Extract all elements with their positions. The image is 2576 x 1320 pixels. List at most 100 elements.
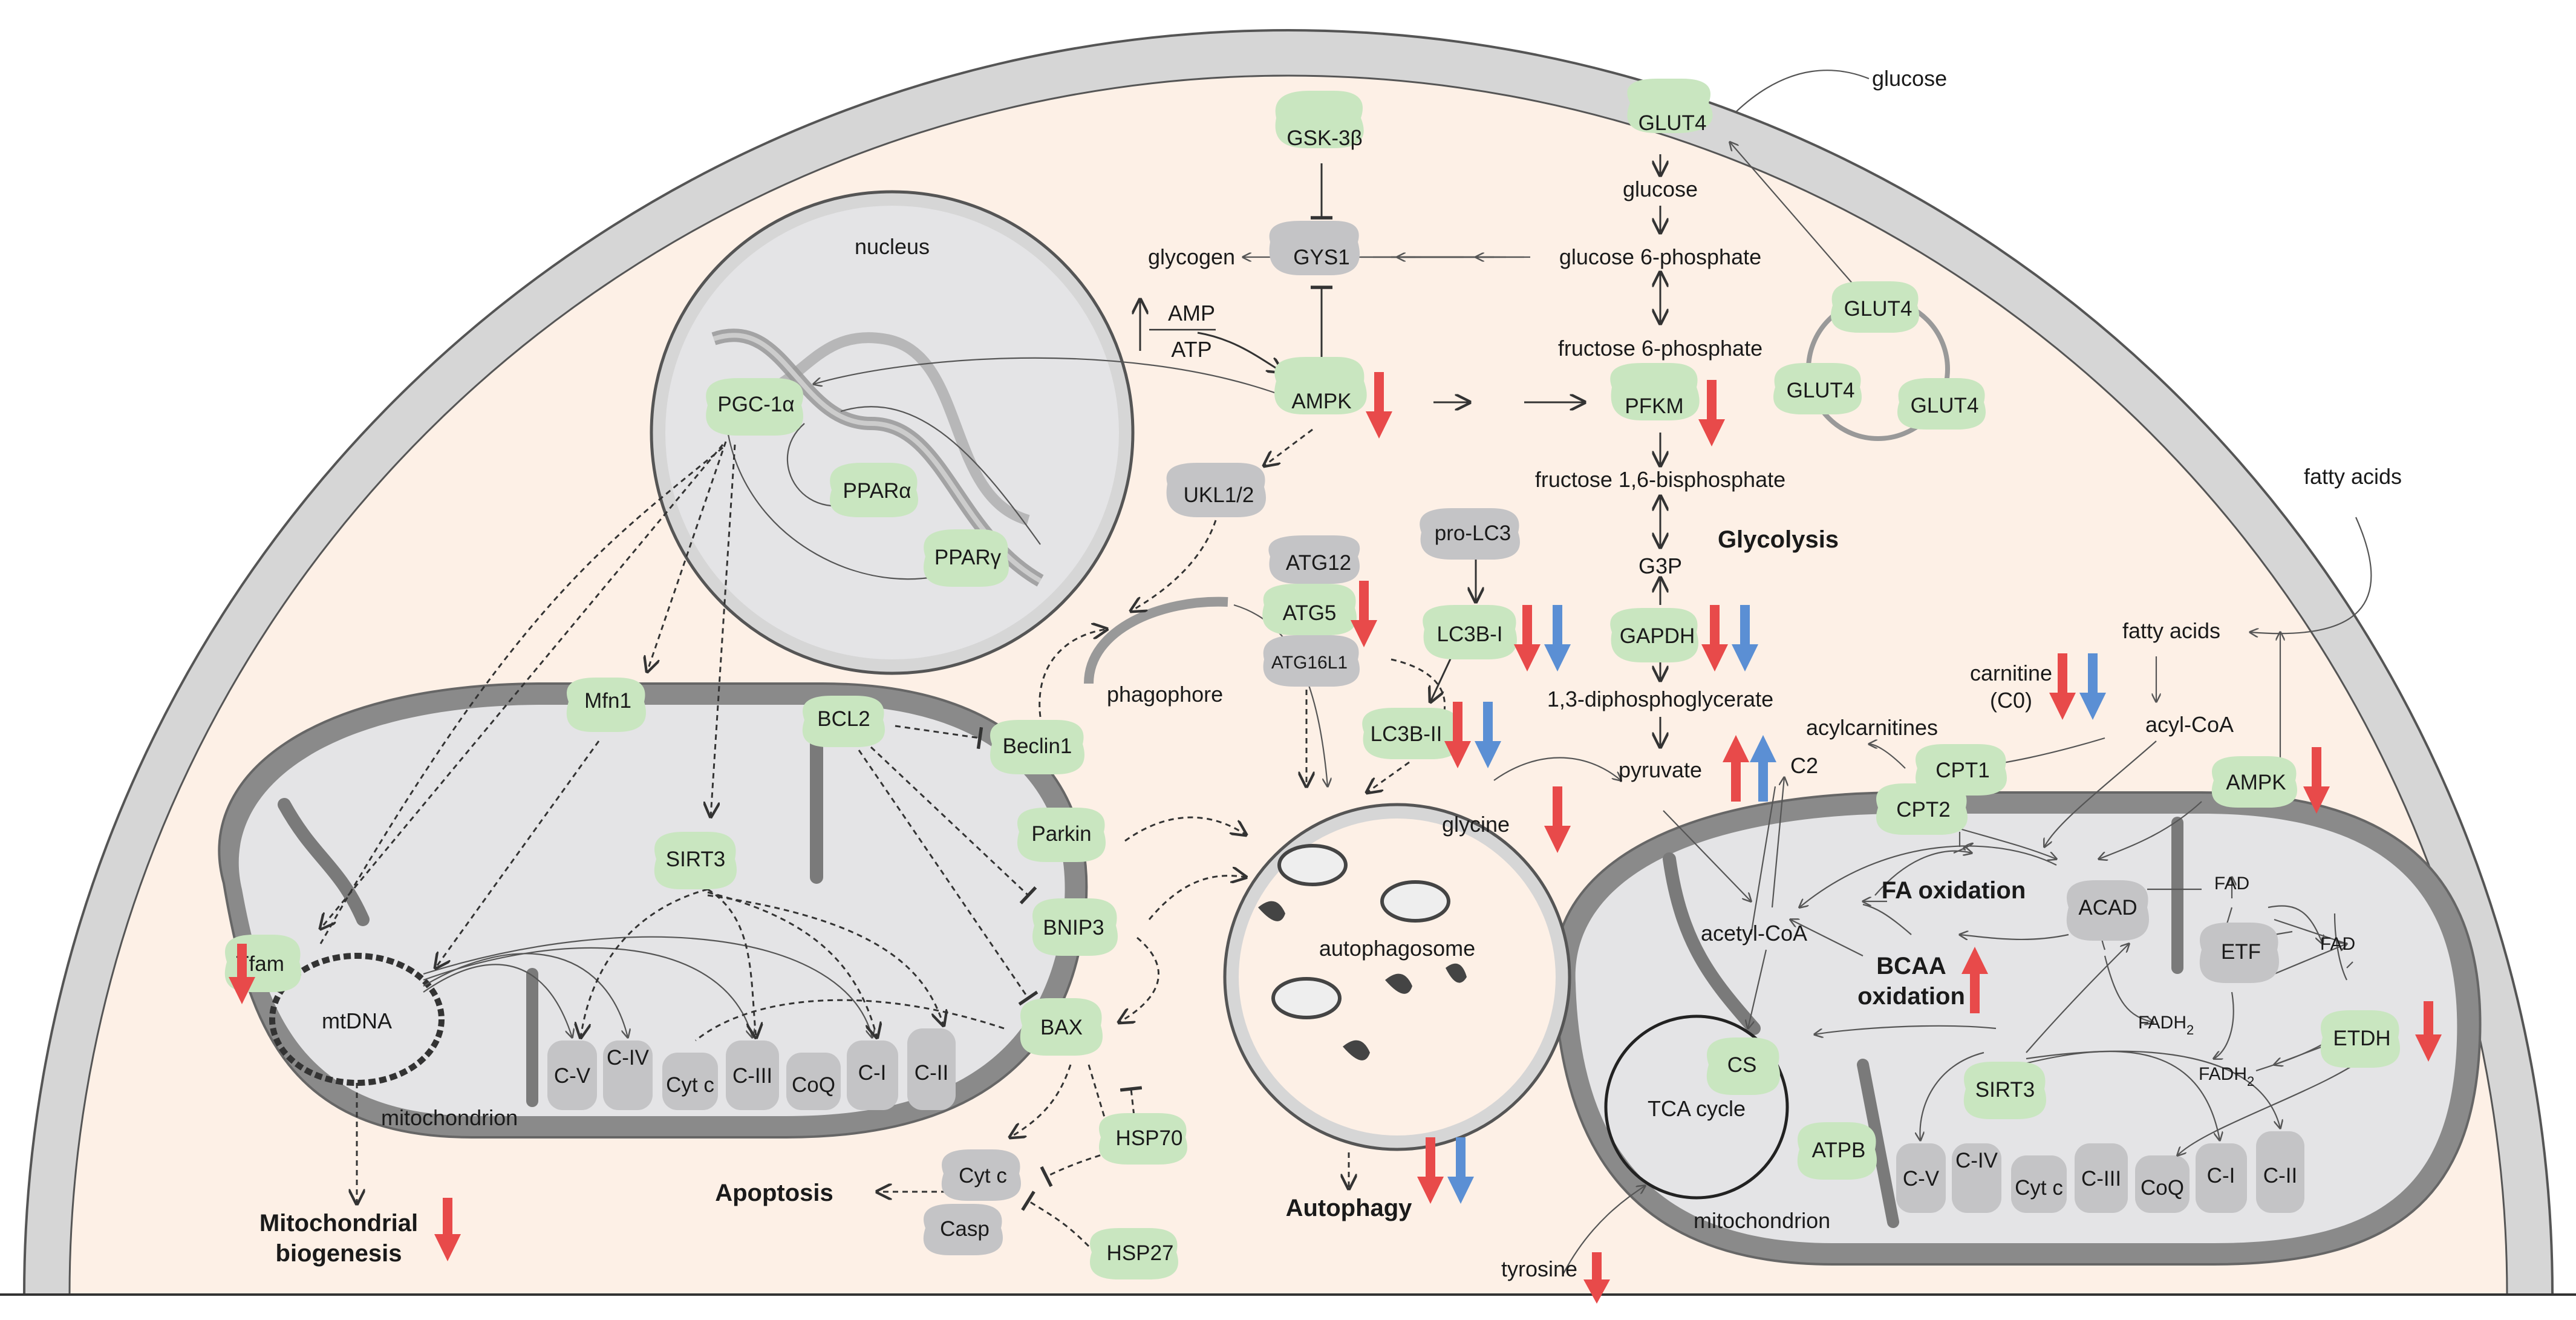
complex-label: C-I	[2207, 1164, 2235, 1188]
bax-label: BAX	[1040, 1016, 1083, 1039]
fadh2-1-label: FADH2	[2138, 1013, 2194, 1037]
carnitine-down-red	[2049, 653, 2076, 720]
complex-node	[2075, 1143, 2128, 1213]
prolc3-node[interactable]	[1420, 508, 1520, 560]
mito-right-label: mitochondrion	[1694, 1208, 1830, 1233]
atg5-node[interactable]	[1262, 584, 1357, 635]
tca-label: TCA cycle	[1648, 1096, 1746, 1121]
tyrosine-label: tyrosine	[1501, 1256, 1577, 1281]
autophagy-label: Autophagy	[1286, 1195, 1413, 1221]
complex-node	[1952, 1143, 2001, 1213]
complex-label: C-V	[1903, 1167, 1940, 1191]
fad1-label: FAD	[2214, 874, 2249, 894]
complex-node	[786, 1053, 841, 1110]
complex-node	[2196, 1143, 2247, 1213]
atg12-label: ATG12	[1286, 551, 1351, 575]
complex-node	[726, 1041, 779, 1110]
casp-label: Casp	[940, 1217, 990, 1241]
diphospho-label: 1,3-diphosphoglycerate	[1547, 687, 1773, 711]
glut4-top-node[interactable]	[1627, 79, 1713, 133]
complex-label: CoQ	[2141, 1176, 2184, 1200]
gapdh-down-red	[1701, 605, 1728, 671]
hsp27-node[interactable]	[1090, 1228, 1178, 1279]
ampk-node[interactable]	[1274, 357, 1367, 414]
atg12-node[interactable]	[1268, 535, 1360, 584]
fa-oxidation-label: FA oxidation	[1882, 877, 2026, 904]
lc3bii-label: LC3B-II	[1371, 722, 1443, 746]
glut4-b-label: GLUT4	[1787, 379, 1855, 402]
ampk-down-red	[1366, 372, 1392, 439]
etdh-node[interactable]	[2320, 1010, 2400, 1068]
glut4-a-node[interactable]	[1831, 281, 1919, 333]
beclin1-label: Beclin1	[1003, 734, 1072, 758]
bnip3-node[interactable]	[1032, 898, 1118, 956]
prolc3-label: pro-LC3	[1435, 521, 1511, 545]
sirt3-left-node[interactable]	[654, 832, 737, 889]
casp-node[interactable]	[923, 1204, 1003, 1255]
complex-node	[847, 1041, 898, 1110]
glut4-b-node[interactable]	[1773, 363, 1862, 414]
complex-node	[662, 1053, 718, 1110]
acad-label: ACAD	[2078, 896, 2137, 920]
lc3bi-down-red	[1514, 605, 1541, 671]
glut4-c-node[interactable]	[1897, 378, 1986, 430]
pfkm-down-red	[1698, 380, 1725, 446]
complex-node	[907, 1028, 956, 1110]
phagophore-label: phagophore	[1107, 682, 1223, 707]
gapdh-node[interactable]	[1610, 608, 1698, 662]
cs-node[interactable]	[1706, 1037, 1780, 1095]
autophagy-down-red	[1417, 1137, 1444, 1204]
ppara-node[interactable]	[830, 463, 918, 517]
complex-node	[547, 1041, 597, 1110]
pparg-label: PPARγ	[934, 546, 1002, 569]
lc3bii-node[interactable]	[1362, 708, 1459, 759]
ampk-label: AMPK	[1291, 390, 1351, 413]
parkin-node[interactable]	[1017, 808, 1106, 862]
lc3bi-node[interactable]	[1423, 605, 1517, 659]
pfkm-node[interactable]	[1610, 363, 1700, 420]
bcaa1-label: BCAA	[1876, 953, 1946, 979]
mfn1-node[interactable]	[566, 678, 646, 732]
gsk3b-label: GSK-3β	[1286, 126, 1362, 150]
beclin1-node[interactable]	[990, 720, 1084, 774]
complex-label: C-IV	[1955, 1149, 1998, 1172]
fadh2-2-label: FADH2	[2199, 1064, 2254, 1089]
gys1-node[interactable]	[1269, 221, 1360, 275]
atg5-label: ATG5	[1283, 601, 1337, 625]
bcl2-node[interactable]	[802, 696, 885, 747]
etf-label: ETF	[2221, 940, 2261, 964]
etf-node[interactable]	[2199, 923, 2279, 983]
hsp70-node[interactable]	[1099, 1113, 1187, 1165]
atg16l1-label: ATG16L1	[1271, 653, 1348, 673]
g3p-label: G3P	[1639, 554, 1682, 578]
glucose-label: glucose	[1623, 177, 1698, 201]
complex-label: Cyt c	[2015, 1176, 2063, 1200]
gsk3b-node[interactable]	[1275, 91, 1364, 148]
atg16l1-node[interactable]	[1263, 635, 1360, 687]
complex-label: C-II	[915, 1061, 948, 1085]
pgc1a-node[interactable]	[706, 378, 803, 436]
phagophore-arc	[1084, 596, 1228, 684]
mtdna-loop	[269, 953, 445, 1086]
complex-node	[1896, 1143, 1946, 1213]
ampk-right-node[interactable]	[2211, 756, 2297, 808]
pparg-node[interactable]	[924, 529, 1009, 587]
sirt3-right-node[interactable]	[1963, 1062, 2046, 1119]
c2-up-blue	[1750, 735, 1776, 802]
atpb-node[interactable]	[1797, 1122, 1877, 1180]
fatty-acids-label: fatty acids	[2122, 618, 2220, 643]
complexes-left: C-V C-IV Cyt c C-III CoQ C-I C-II	[547, 1028, 956, 1110]
carnitine-label: carnitine	[1970, 661, 2052, 685]
acad-node[interactable]	[2066, 880, 2149, 941]
cpt2-node[interactable]	[1876, 783, 1968, 835]
mito-bio1-label: Mitochondrial	[259, 1210, 418, 1237]
tfam-down-red	[229, 944, 255, 1004]
mitochondrion-left: mitochondrion mtDNA C-V C-IV Cyt c C-III…	[218, 682, 1088, 1139]
cpt1-node[interactable]	[1916, 744, 2007, 796]
bax-node[interactable]	[1020, 998, 1103, 1056]
fatty-acids-ext-label: fatty acids	[2304, 464, 2402, 489]
glycogen-label: glycogen	[1148, 244, 1235, 269]
cytc-node[interactable]	[941, 1149, 1021, 1201]
complex-label: Cyt c	[666, 1073, 714, 1097]
ukl12-node[interactable]	[1166, 463, 1266, 517]
